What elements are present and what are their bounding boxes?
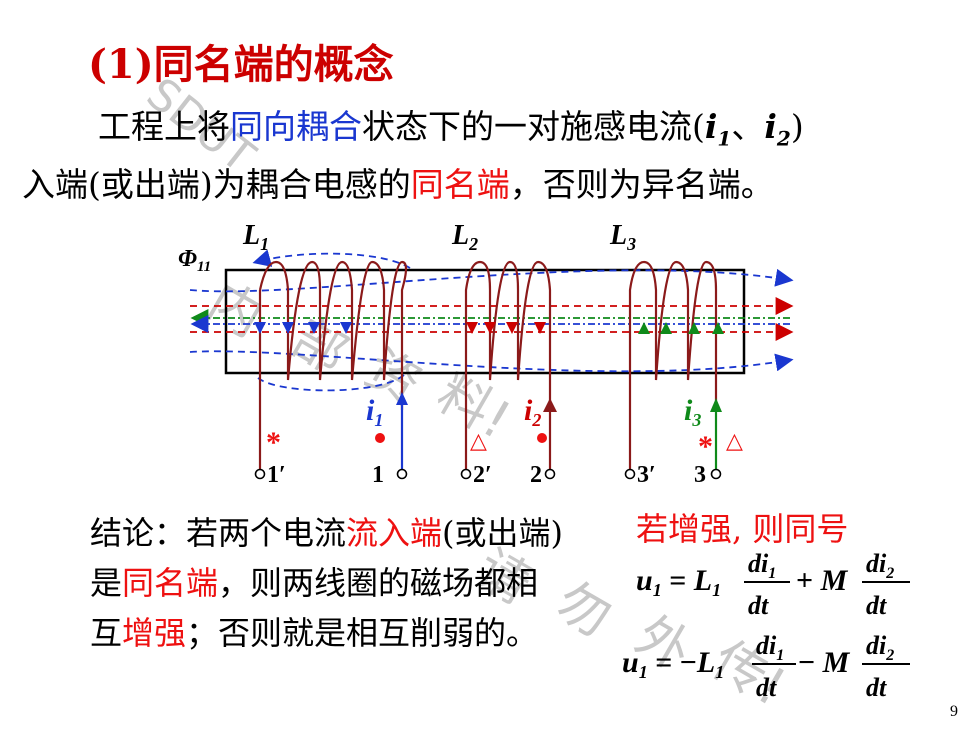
conclusion-part: (或出端)是 [90, 514, 564, 602]
svg-text:di1: di1 [756, 631, 784, 664]
intro-text: ) [790, 107, 804, 146]
coil-label-L1: L1 [242, 220, 269, 254]
current-label-i3: i3 [684, 394, 701, 430]
conclusion-highlight-inflow: 流入端 [346, 514, 443, 552]
mark-dot-1 [375, 433, 385, 443]
coil-L3 [628, 260, 718, 470]
conclusion-highlight-enhance: 增强 [122, 614, 187, 652]
magnetic-core [224, 268, 746, 375]
svg-text:+ M: + M [796, 564, 849, 597]
coil-label-L2: L2 [451, 220, 478, 254]
mark-star-3: * [698, 430, 713, 463]
mark-dot-2 [537, 433, 547, 443]
equation-2: u1 = −L1 di1 dt − M di2 dt [622, 631, 910, 702]
terminal-label: 2 [530, 462, 542, 488]
terminal-label: 1′ [267, 462, 286, 488]
terminal-label: 1 [372, 462, 384, 488]
mark-triangle-2: △ [470, 428, 487, 453]
svg-text:dt: dt [756, 673, 777, 702]
coil-label-L3: L3 [609, 220, 636, 254]
intro-line-2: 入端(或出端)为耦合电感的同名端，否则为异名端。 [22, 158, 774, 206]
current-label-i2: i2 [524, 394, 541, 430]
intro-line-1: 工程上将同向耦合状态下的一对施感电流(i1、i2) [98, 100, 804, 151]
conclusion-part: ，则两线圈的磁场都相互 [90, 564, 539, 652]
terminal-label: 2′ [473, 462, 492, 488]
equation-1: u1 = L1 di1 dt + M di2 dt [636, 549, 910, 620]
coil-L2 [464, 260, 552, 470]
current-i2: i2 [764, 107, 791, 151]
svg-text:dt: dt [748, 591, 769, 620]
page-number: 9 [950, 703, 958, 720]
coil-arrows [254, 322, 724, 334]
svg-text:dt: dt [866, 673, 887, 702]
mark-star-1: * [266, 426, 281, 459]
terminal-circles [254, 468, 722, 480]
flux-label: Φ11 [178, 246, 211, 275]
intro-text: 状态下的一对施感电流( [362, 107, 705, 146]
conclusion-part: ；否则就是相互削弱的。 [186, 614, 539, 652]
conclusion-text: 结论：若两个电流流入端(或出端)是同名端，则两线圈的磁场都相互增强；否则就是相互… [90, 508, 570, 658]
terminal-leads [396, 392, 722, 470]
conclusion-highlight-same-terminal: 同名端 [122, 564, 219, 602]
intro-text: 工程上将 [98, 107, 230, 146]
svg-text:di2: di2 [866, 549, 894, 582]
svg-text:u1 = −L1: u1 = −L1 [622, 646, 724, 682]
enhance-label: 若增强, 则同号 [636, 510, 849, 548]
intro-text: 入端(或出端)为耦合电感的 [22, 165, 411, 204]
svg-text:− M: − M [798, 646, 851, 679]
slide-title: (1)同名端的概念 [88, 41, 394, 88]
mark-triangle-3: △ [726, 428, 743, 453]
conclusion-part: 结论：若两个电流 [90, 514, 347, 552]
current-i1: i1 [704, 107, 732, 151]
svg-text:di1: di1 [748, 549, 776, 582]
terminal-label: 3′ [637, 462, 656, 488]
terminal-label: 3 [694, 462, 706, 488]
intro-text: ，否则为异名端。 [509, 165, 774, 204]
intro-highlight-coupling: 同向耦合 [230, 107, 362, 146]
intro-highlight-same-terminal: 同名端 [410, 165, 510, 204]
svg-text:dt: dt [866, 591, 887, 620]
svg-text:u1 = L1: u1 = L1 [636, 564, 721, 600]
coil-L1 [258, 260, 408, 470]
svg-text:di2: di2 [866, 631, 894, 664]
current-label-i1: i1 [366, 394, 383, 430]
intro-sep: 、 [731, 107, 765, 146]
